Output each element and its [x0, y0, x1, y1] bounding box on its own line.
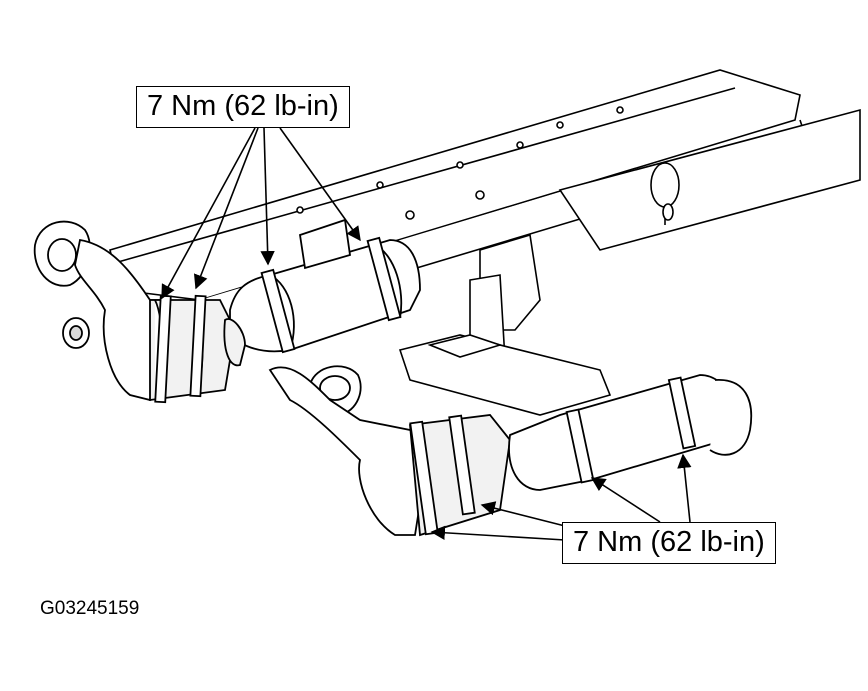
bottom-arrow-1 — [590, 477, 661, 523]
bottom-callout-arrows — [430, 453, 692, 541]
figure-id-label: G03245159 — [40, 598, 140, 619]
right-front-catalytic-converter — [409, 414, 511, 537]
left-front-catalytic-converter — [149, 294, 236, 404]
right-rear-converter — [508, 374, 753, 491]
torque-label-bottom: 7 Nm (62 lb-in) — [573, 526, 765, 558]
bottom-arrow-4 — [430, 525, 566, 541]
heat-shield — [398, 334, 612, 416]
top-arrow-1 — [161, 127, 256, 300]
left-down-pipe — [74, 238, 167, 402]
left-rear-converter — [223, 218, 421, 367]
bottom-arrow-3 — [480, 501, 566, 527]
top-arrow-4 — [279, 127, 361, 242]
torque-callout-top: 7 Nm (62 lb-in) — [136, 86, 350, 128]
right-down-pipe — [268, 366, 431, 536]
bottom-arrow-2 — [677, 453, 692, 523]
top-callout-arrows — [161, 127, 361, 300]
top-arrow-2 — [193, 127, 259, 290]
top-arrow-3 — [260, 127, 275, 266]
torque-label-top: 7 Nm (62 lb-in) — [147, 90, 339, 122]
torque-callout-bottom: 7 Nm (62 lb-in) — [562, 522, 776, 564]
hanger-bracket — [650, 162, 680, 225]
